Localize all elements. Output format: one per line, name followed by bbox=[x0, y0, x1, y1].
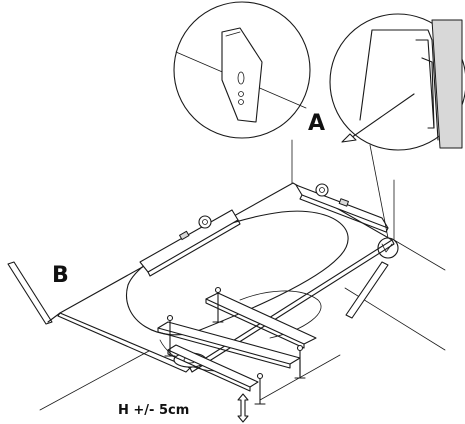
label-b: B bbox=[52, 263, 69, 288]
bathtub-rim bbox=[57, 182, 395, 373]
double-arrow-vertical-icon bbox=[237, 393, 249, 423]
support-rod-right bbox=[345, 261, 389, 319]
height-adjust-label: H +/- 5cm bbox=[118, 403, 189, 418]
detail-a-magnifier bbox=[173, 1, 311, 139]
wall-bracket-left bbox=[139, 209, 241, 277]
support-rod-left bbox=[7, 261, 61, 325]
wall-bracket-right bbox=[295, 183, 389, 233]
support-frame bbox=[157, 286, 317, 405]
detail-b-magnifier bbox=[329, 13, 465, 151]
label-a: A bbox=[308, 111, 325, 136]
